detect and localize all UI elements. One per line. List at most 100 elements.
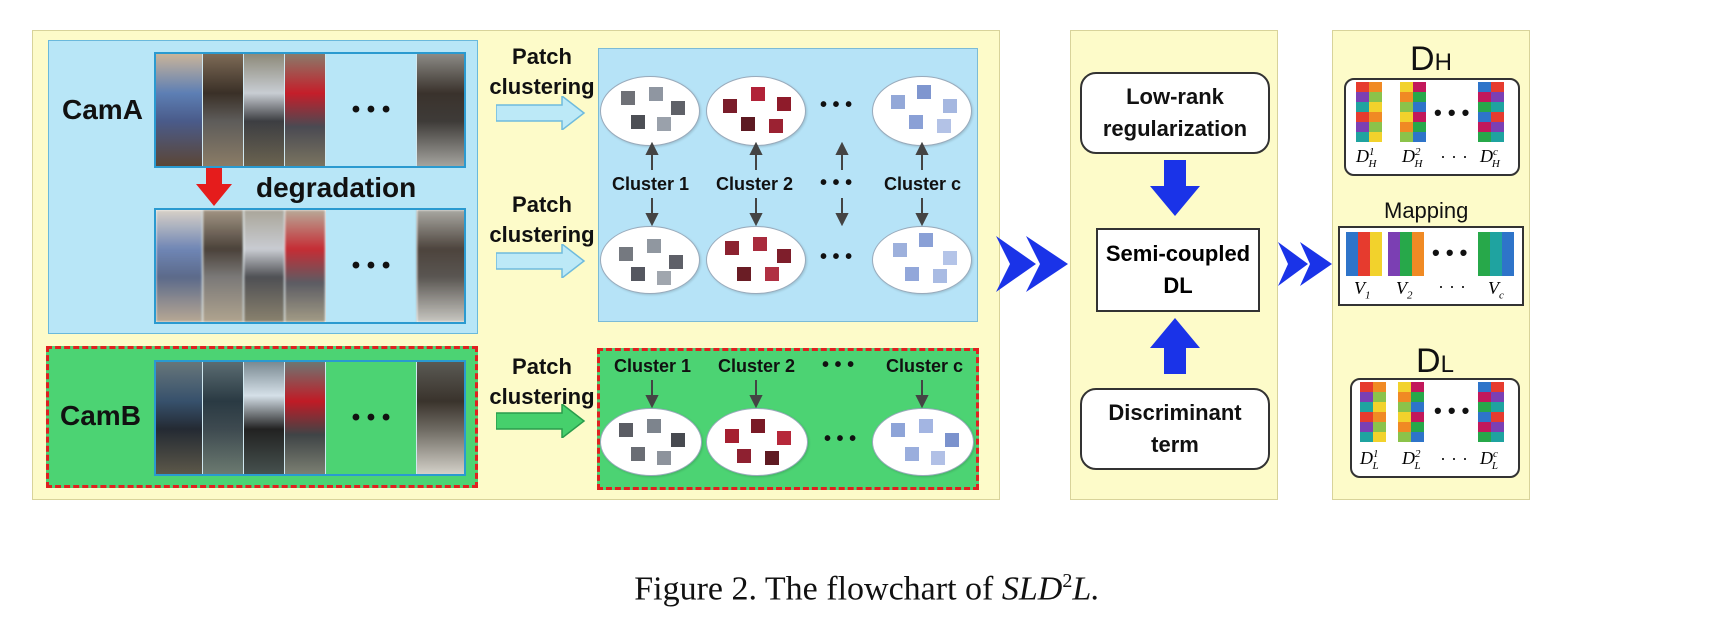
cluster-label-dots: • • • <box>822 354 855 376</box>
mapping-dots: • • • <box>1432 240 1468 265</box>
dh-label-1: D1H <box>1356 146 1376 170</box>
dl-label-2: D2L <box>1402 448 1421 472</box>
dh-title-sub: H <box>1434 49 1452 76</box>
patch-label-line: clustering <box>489 74 595 99</box>
person-image <box>156 210 203 322</box>
dl-label-sub: L <box>1372 459 1379 472</box>
dl-small-dots: · · · <box>1440 448 1468 468</box>
patch-label-line: Patch <box>512 192 572 217</box>
dictionary-atom-column <box>1478 382 1504 442</box>
dictionary-atom-column <box>1398 382 1424 442</box>
ellipsis-cell: • • • <box>326 54 417 166</box>
v-label-c: Vc <box>1488 278 1504 302</box>
vertical-arrows-green <box>645 380 929 408</box>
person-image <box>244 362 285 474</box>
dl-label-base: D <box>1360 448 1373 468</box>
cluster-label-2: Cluster 2 <box>716 174 794 194</box>
dh-label-sup: 1 <box>1369 146 1375 158</box>
dl-title: DL <box>1416 342 1454 381</box>
person-image <box>417 54 464 166</box>
camb-image-strip: • • • <box>154 360 466 476</box>
ellipsis-cell: • • • <box>326 362 417 474</box>
cluster-label-dots: • • • <box>820 172 853 194</box>
cluster-label-1: Cluster 1 <box>612 174 690 194</box>
cama-lowres-strip: • • • <box>154 208 466 324</box>
dh-title: DH <box>1410 40 1452 79</box>
dh-label-sub: H <box>1491 157 1500 170</box>
person-image <box>203 362 244 474</box>
patch-clustering-label-3: Patch clustering <box>484 352 600 412</box>
degradation-label: degradation <box>256 172 417 203</box>
mapping-atom-column <box>1478 232 1514 276</box>
cama-label: CamA <box>62 94 143 125</box>
down-arrow <box>1150 160 1200 216</box>
arrow-right-green <box>496 404 586 438</box>
person-image <box>244 210 285 322</box>
caption-formula-sup: 2 <box>1062 570 1073 592</box>
dl-label-sub: L <box>1491 459 1499 472</box>
dl-label-1: D1L <box>1360 448 1379 472</box>
mapping-label: Mapping <box>1384 198 1469 223</box>
cluster-label-c: Cluster c <box>884 174 962 194</box>
dl-label-sub: L <box>1414 459 1421 472</box>
semi-coupled-box: Semi-coupled DL <box>1096 228 1260 312</box>
ellipsis: • • • <box>351 404 391 431</box>
ellipsis: • • • <box>820 246 853 268</box>
dh-label-c: DcH <box>1480 146 1500 170</box>
dictionary-atom-column <box>1478 82 1504 142</box>
person-image <box>156 54 203 166</box>
ellipsis: • • • <box>351 252 391 279</box>
mapping-atom-column <box>1388 232 1424 276</box>
dictionary-atom-column <box>1400 82 1426 142</box>
cluster-ellipse <box>706 226 806 294</box>
person-image <box>203 54 244 166</box>
dl-label-c: DcL <box>1480 448 1498 472</box>
person-image <box>244 54 285 166</box>
cluster-ellipse <box>600 76 700 146</box>
patch-label-line: Patch <box>512 44 572 69</box>
v-label-2: V2 <box>1396 278 1413 302</box>
v-label-sub: 1 <box>1365 289 1371 302</box>
ellipsis-cell: • • • <box>326 210 417 322</box>
cluster-ellipse <box>706 76 806 146</box>
dh-label-sup: c <box>1493 146 1498 158</box>
figure-caption: Figure 2. The flowchart of SLD2L. <box>0 570 1734 608</box>
ellipsis: • • • <box>351 96 391 123</box>
dh-label-sub: H <box>1368 157 1377 170</box>
person-image <box>285 362 326 474</box>
cluster-label-c: Cluster c <box>886 356 964 376</box>
cluster-ellipse <box>872 408 974 476</box>
camb-label: CamB <box>60 400 141 431</box>
cama-image-strip: • • • <box>154 52 466 168</box>
flow-arrow-2 <box>1278 242 1332 286</box>
ellipsis: • • • <box>824 428 857 450</box>
dh-title-main: D <box>1410 40 1435 78</box>
patch-label-line: clustering <box>489 222 595 247</box>
box-line: regularization <box>1102 116 1248 141</box>
dl-dots: • • • <box>1434 398 1470 423</box>
dl-label-base: D <box>1480 448 1493 468</box>
mapping-atom-column <box>1346 232 1382 276</box>
caption-formula-suffix: L. <box>1072 570 1100 608</box>
person-image <box>285 54 326 166</box>
dh-label-2: D2H <box>1402 146 1422 170</box>
dl-title-sub: L <box>1440 351 1454 378</box>
discriminant-box: Discriminant term <box>1080 388 1270 470</box>
degradation-arrow <box>196 168 232 206</box>
cluster-ellipse <box>600 408 702 476</box>
person-image <box>417 362 464 474</box>
patch-clustering-label-2: Patch clustering <box>484 190 600 250</box>
dictionary-atom-column <box>1360 382 1386 442</box>
v-small-dots: · · · <box>1438 276 1466 296</box>
person-image <box>417 210 464 322</box>
patch-label-line: Patch <box>512 354 572 379</box>
patch-label-line: clustering <box>489 384 595 409</box>
box-line: Semi-coupled <box>1105 241 1251 266</box>
dl-label-sup: 1 <box>1373 448 1379 460</box>
cluster-ellipse <box>872 226 972 294</box>
caption-formula: SLD <box>1001 570 1063 608</box>
v-label-base: V <box>1396 278 1407 298</box>
person-image <box>156 362 203 474</box>
dh-dots: • • • <box>1434 100 1470 125</box>
dh-label-base: D <box>1356 146 1369 166</box>
